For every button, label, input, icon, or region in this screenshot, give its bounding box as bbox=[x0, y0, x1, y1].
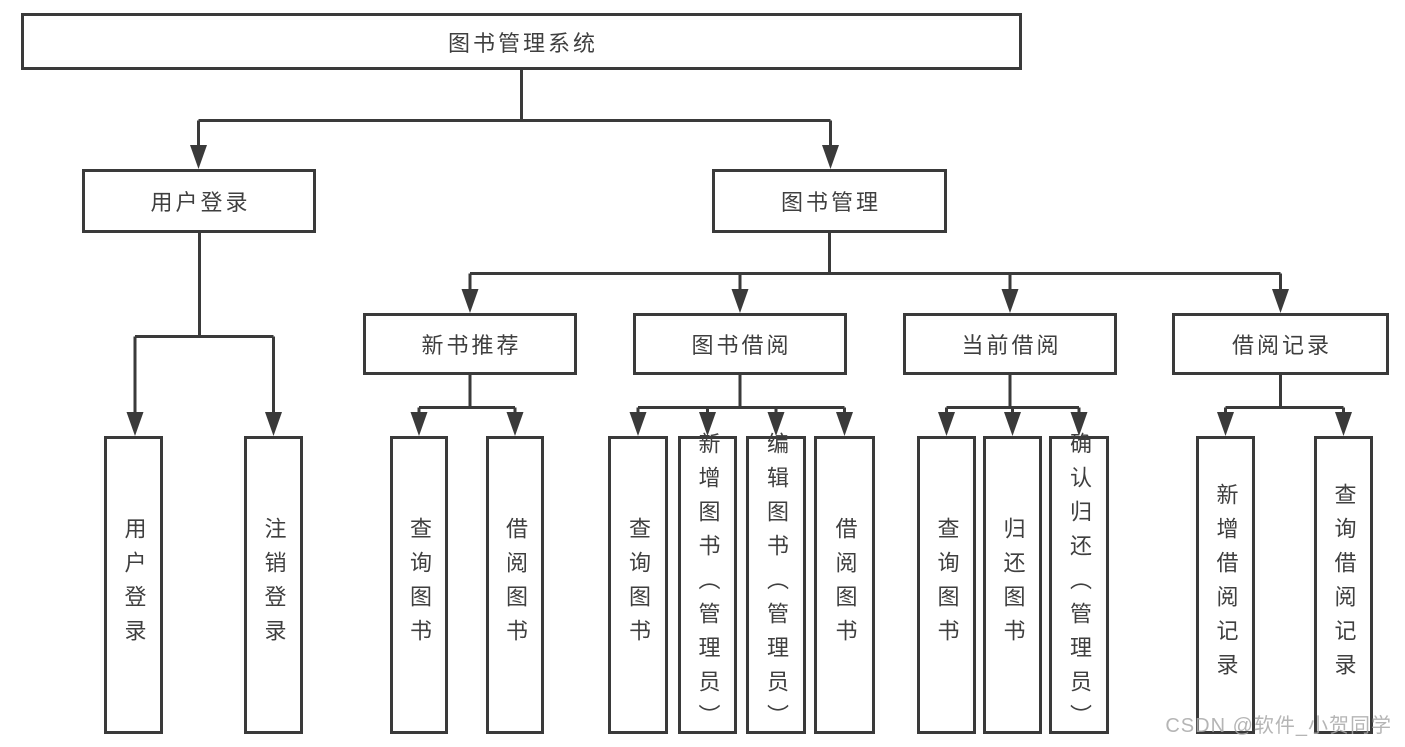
leaf-borrowing-borrow-book: 借阅图书 bbox=[814, 436, 875, 734]
leaf-current-confirm-return: 确认归还（管理员） bbox=[1049, 432, 1109, 738]
leaf-recommend-borrow-book-label: 借阅图书 bbox=[503, 517, 528, 653]
node-root: 图书管理系统 bbox=[21, 13, 1022, 70]
node-root-label: 图书管理系统 bbox=[447, 30, 598, 56]
connector-book-borrowing-branch bbox=[629, 375, 853, 436]
leaf-user-login-label: 用户登录 bbox=[121, 517, 147, 653]
leaf-logout-label: 注销登录 bbox=[261, 517, 287, 653]
leaf-records-add-record-label: 新增借阅记录 bbox=[1213, 483, 1239, 687]
node-current-borrowing: 当前借阅 bbox=[903, 313, 1117, 375]
node-book-management: 图书管理 bbox=[712, 169, 947, 233]
connector-user-login-branch bbox=[126, 233, 282, 436]
leaf-borrowing-borrow-book-label: 借阅图书 bbox=[832, 517, 858, 653]
node-new-book-recommend: 新书推荐 bbox=[363, 313, 577, 375]
leaf-borrowing-edit-book-label: 编辑图书（管理员） bbox=[764, 432, 789, 738]
leaf-current-confirm-return-label: 确认归还（管理员） bbox=[1067, 432, 1092, 738]
leaf-user-login: 用户登录 bbox=[104, 436, 163, 734]
connector-borrowing-records-branch bbox=[1217, 375, 1352, 436]
leaf-borrowing-query-book-label: 查询图书 bbox=[626, 517, 651, 653]
leaf-current-return-book-label: 归还图书 bbox=[1000, 517, 1026, 653]
leaf-borrowing-add-book: 新增图书（管理员） bbox=[678, 432, 737, 738]
leaf-records-query-record-label: 查询借阅记录 bbox=[1331, 483, 1357, 687]
node-book-borrowing: 图书借阅 bbox=[633, 313, 847, 375]
leaf-current-query-book-label: 查询图书 bbox=[934, 517, 960, 653]
leaf-recommend-query-book: 查询图书 bbox=[390, 436, 448, 734]
connector-root-to-level2 bbox=[190, 70, 839, 169]
leaf-current-return-book: 归还图书 bbox=[983, 436, 1042, 734]
node-user-login-label: 用户登录 bbox=[150, 190, 251, 215]
csdn-watermark: CSDN @软件_小贺同学 bbox=[1165, 715, 1392, 737]
leaf-logout: 注销登录 bbox=[244, 436, 303, 734]
connector-current-borrowing-branch bbox=[938, 375, 1088, 436]
connector-new-book-recommend-branch bbox=[410, 375, 524, 436]
node-book-borrowing-label: 图书借阅 bbox=[691, 333, 792, 358]
node-new-book-recommend-label: 新书推荐 bbox=[421, 333, 522, 358]
node-user-login: 用户登录 bbox=[82, 169, 316, 233]
node-book-management-label: 图书管理 bbox=[780, 190, 881, 215]
node-borrowing-records: 借阅记录 bbox=[1172, 313, 1389, 375]
leaf-borrowing-edit-book: 编辑图书（管理员） bbox=[746, 432, 806, 738]
leaf-recommend-query-book-label: 查询图书 bbox=[407, 517, 432, 653]
leaf-current-query-book: 查询图书 bbox=[917, 436, 976, 734]
node-current-borrowing-label: 当前借阅 bbox=[961, 333, 1062, 358]
leaf-records-query-record: 查询借阅记录 bbox=[1314, 436, 1373, 734]
connector-book-management-branch bbox=[461, 233, 1289, 313]
node-borrowing-records-label: 借阅记录 bbox=[1231, 333, 1332, 358]
leaf-borrowing-add-book-label: 新增图书（管理员） bbox=[695, 432, 721, 738]
leaf-records-add-record: 新增借阅记录 bbox=[1196, 436, 1255, 734]
leaf-recommend-borrow-book: 借阅图书 bbox=[486, 436, 544, 734]
leaf-borrowing-query-book: 查询图书 bbox=[608, 436, 668, 734]
